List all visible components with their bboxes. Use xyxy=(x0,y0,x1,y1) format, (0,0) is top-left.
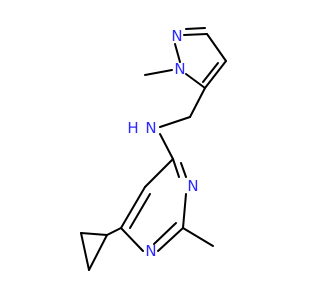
bond-c4-c3-inner xyxy=(202,62,219,83)
bond-nh-c4 xyxy=(159,133,174,160)
atom-h-amine: H xyxy=(127,119,138,137)
bond-c3-ch2 xyxy=(189,87,206,118)
molecule-structure: N N N H N N xyxy=(80,27,227,271)
bond-cyclopropyl-a xyxy=(88,234,108,271)
atom-n-pyrimidine-1: N xyxy=(145,242,156,260)
bond-n2-methyl xyxy=(144,69,173,76)
atom-n-pyrimidine-3: N xyxy=(187,177,198,195)
bond-n1-c5-inner xyxy=(185,27,206,30)
bond-ch2-nh xyxy=(159,116,191,128)
bond-c5-c6-inner xyxy=(129,193,151,229)
bond-n3-c4 xyxy=(172,158,180,178)
bond-c2-methyl xyxy=(182,227,214,247)
bond-cyclopropyl-c xyxy=(80,232,108,236)
bond-n1-c5 xyxy=(183,33,208,36)
bond-n3-c4-inner xyxy=(180,162,187,178)
bond-cyclopropyl-b xyxy=(80,232,90,271)
bond-n1-n2 xyxy=(174,43,181,63)
bond-c3-n2 xyxy=(185,73,206,89)
bond-n1-c2 xyxy=(157,227,184,252)
bond-c6-n1 xyxy=(120,227,144,252)
bond-c4-c5 xyxy=(144,158,174,188)
bond-c5-c6 xyxy=(120,186,146,229)
bond-layer xyxy=(80,27,227,271)
bond-c5-c4 xyxy=(206,33,227,62)
bond-c2-n3 xyxy=(182,193,187,229)
atom-n-pyrazole-1: N xyxy=(171,27,182,45)
bond-c6-cyclopropyl xyxy=(106,227,122,236)
bond-n1-c2-inner xyxy=(153,222,177,245)
atom-n-amine: N xyxy=(145,119,156,137)
bond-c4-c3 xyxy=(204,60,227,89)
atom-label-layer: N N N H N N xyxy=(127,27,198,260)
atom-n-pyrazole-2: N xyxy=(174,60,185,78)
